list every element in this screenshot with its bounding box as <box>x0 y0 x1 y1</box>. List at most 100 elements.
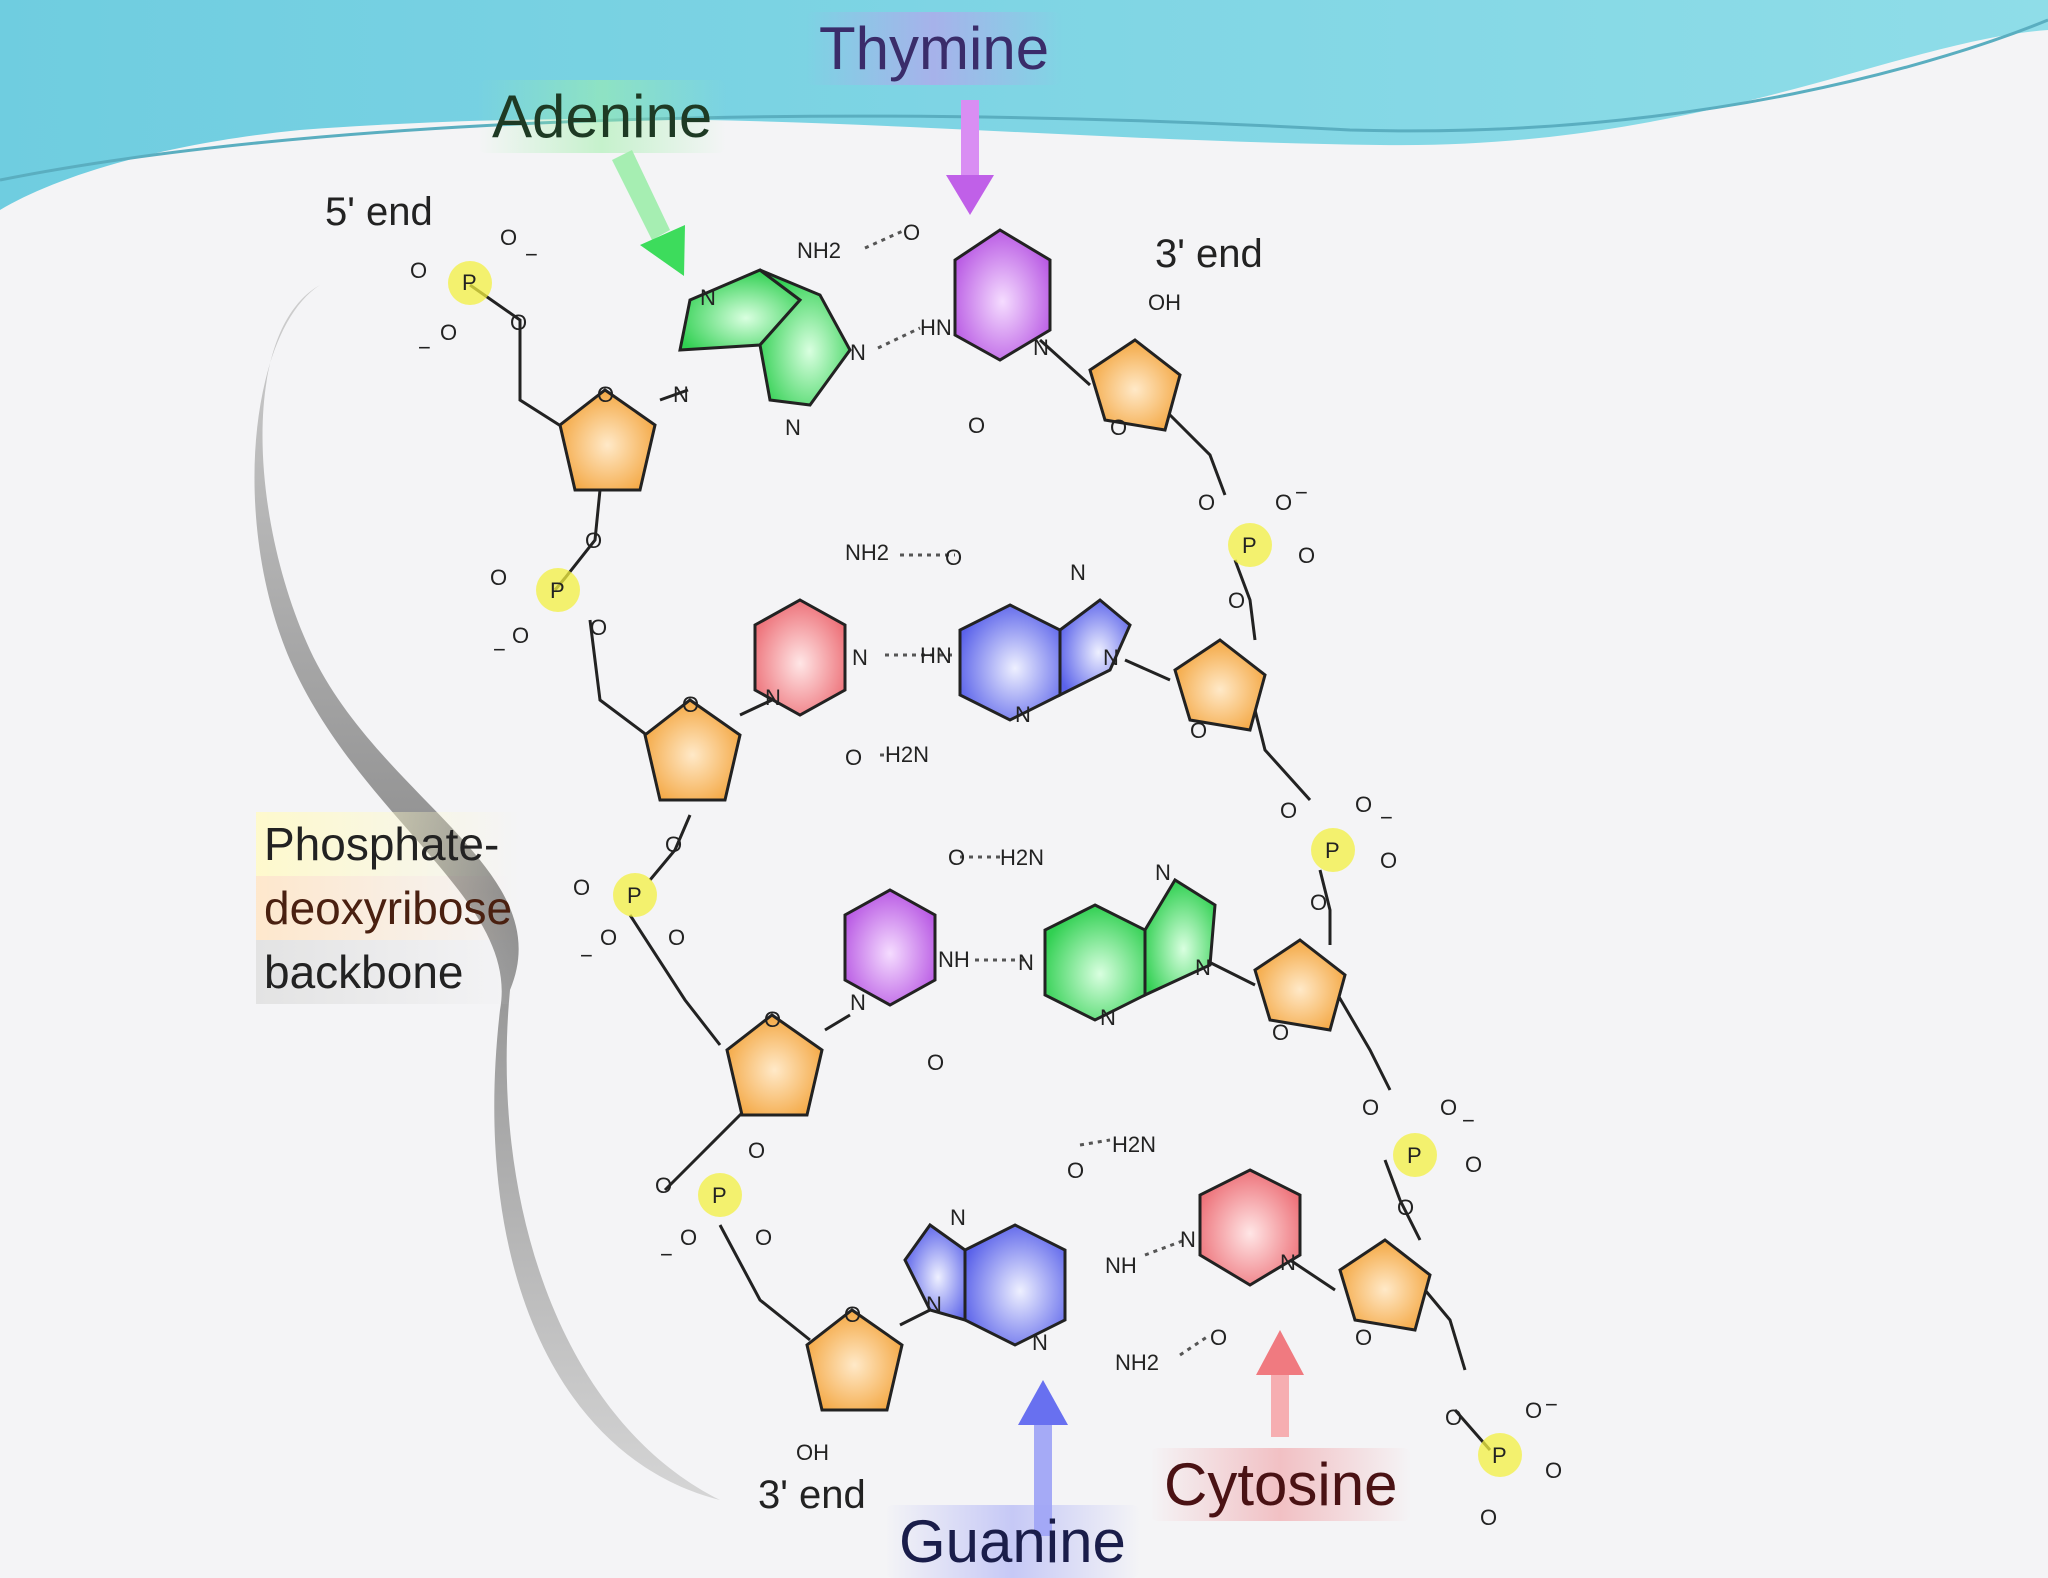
oxygen-label: O <box>1198 490 1215 515</box>
sugar-5 <box>1088 338 1182 432</box>
oxygen-label: O <box>665 832 682 857</box>
nitrogen-label: N <box>926 1292 942 1317</box>
adenine-label: Adenine <box>478 80 727 153</box>
oxygen-label: O <box>655 1173 672 1198</box>
guanine-label: Guanine <box>885 1505 1140 1578</box>
nitrogen-label: N <box>1032 1330 1048 1355</box>
oxygen-label: O <box>440 320 457 345</box>
three-prime-end-label-bottom: 3' end <box>758 1473 866 1517</box>
minus-sign: − <box>418 335 431 360</box>
phosphate-5 <box>1228 523 1272 567</box>
sugar-4 <box>805 1308 904 1412</box>
nitrogen-label: N <box>1100 1005 1116 1030</box>
amine-label: H2N <box>1112 1132 1156 1157</box>
oxygen-label: O <box>1465 1152 1482 1177</box>
oxygen-label: O <box>927 1050 944 1075</box>
oxygen-label: O <box>764 1007 781 1032</box>
hydroxyl-label: OH <box>796 1440 829 1465</box>
amine-label: NH2 <box>797 238 841 263</box>
nitrogen-label: N <box>1280 1250 1296 1275</box>
oxygen-label: O <box>1355 1325 1372 1350</box>
cytosine-label: Cytosine <box>1150 1448 1412 1521</box>
sugar-1 <box>558 388 657 492</box>
hydroxyl-label: OH <box>1148 290 1181 315</box>
guanine-base-2 <box>903 1222 1067 1347</box>
nitrogen-label: N <box>765 685 781 710</box>
oxygen-label: O <box>1525 1398 1542 1423</box>
nitrogen-label: N <box>1070 560 1086 585</box>
nitrogen-label: N <box>852 645 868 670</box>
oxygen-label: O <box>500 225 517 250</box>
phosphorus-label: P <box>1242 533 1257 558</box>
oxygen-label: O <box>1110 415 1127 440</box>
sugar-8 <box>1338 1238 1432 1332</box>
oxygen-label: O <box>1272 1020 1289 1045</box>
guanine-base-1 <box>958 598 1132 722</box>
oxygen-label: O <box>1067 1158 1084 1183</box>
oxygen-label: O <box>512 623 529 648</box>
atom-labels: P P P P P P P P O O O O O O O O O O O O … <box>410 220 1562 1530</box>
nitrogen-label: N <box>673 382 689 407</box>
minus-sign: − <box>1295 480 1308 505</box>
phosphate-4 <box>698 1173 742 1217</box>
nitrogen-label: N <box>1180 1227 1196 1252</box>
phosphorus-label: P <box>1325 838 1340 863</box>
oxygen-label: O <box>573 875 590 900</box>
nitrogen-label: N <box>850 340 866 365</box>
backbone-bonds <box>469 283 1492 1451</box>
five-prime-end-label: 5' end <box>325 190 433 234</box>
oxygen-label: O <box>1275 490 1292 515</box>
sugar-7 <box>1253 938 1347 1032</box>
nitrogen-label: N <box>700 285 716 310</box>
adenine-base-1 <box>678 268 852 407</box>
imine-label: NH <box>938 947 970 972</box>
nitrogen-label: N <box>1103 645 1119 670</box>
phosphate-groups <box>448 261 1522 1477</box>
phosphorus-label: P <box>627 883 642 908</box>
phosphate-8 <box>1478 1433 1522 1477</box>
oxygen-label: O <box>1440 1095 1457 1120</box>
oxygen-label: O <box>585 528 602 553</box>
minus-sign: − <box>660 1242 673 1267</box>
oxygen-label: O <box>410 258 427 283</box>
oxygen-label: O <box>1445 1405 1462 1430</box>
oxygen-label: O <box>1355 792 1372 817</box>
backbone-label-line2: deoxyribose <box>256 876 521 940</box>
amine-label: NH2 <box>1115 1350 1159 1375</box>
sugar-6 <box>1173 638 1267 732</box>
oxygen-label: O <box>845 745 862 770</box>
nitrogen-label: N <box>850 990 866 1015</box>
oxygen-label: O <box>1298 543 1315 568</box>
oxygen-label: O <box>1280 798 1297 823</box>
oxygen-label: O <box>490 565 507 590</box>
oxygen-label: O <box>1480 1505 1497 1530</box>
sugar-3 <box>725 1013 824 1117</box>
header-wave <box>0 0 2048 210</box>
phosphorus-label: P <box>462 270 477 295</box>
oxygen-label: O <box>1545 1458 1562 1483</box>
phosphorus-label: P <box>550 578 565 603</box>
backbone-label-line1: Phosphate- <box>256 812 521 876</box>
thymine-arrow <box>946 100 994 215</box>
phosphate-3 <box>613 873 657 917</box>
backbone-label: Phosphate- deoxyribose backbone <box>256 812 521 1004</box>
oxygen-label: O <box>1362 1095 1379 1120</box>
oxygen-label: O <box>945 545 962 570</box>
oxygen-label: O <box>1310 890 1327 915</box>
oxygen-label: O <box>903 220 920 245</box>
oxygen-label: O <box>948 845 965 870</box>
adenine-base-2 <box>1043 877 1217 1022</box>
dna-structure-diagram: P P P P P P P P O O O O O O O O O O O O … <box>0 0 2048 1536</box>
minus-sign: − <box>1545 1392 1558 1417</box>
backbone-label-line3: backbone <box>256 940 521 1004</box>
oxygen-label: O <box>748 1138 765 1163</box>
minus-sign: − <box>580 943 593 968</box>
amine-label: NH2 <box>845 540 889 565</box>
oxygen-label: O <box>755 1225 772 1250</box>
nitrogen-label: N <box>1155 860 1171 885</box>
cytosine-base-1 <box>753 598 847 717</box>
thymine-base-1 <box>953 228 1052 362</box>
oxygen-label: O <box>1380 848 1397 873</box>
oxygen-label: O <box>968 413 985 438</box>
phosphate-6 <box>1311 828 1355 872</box>
